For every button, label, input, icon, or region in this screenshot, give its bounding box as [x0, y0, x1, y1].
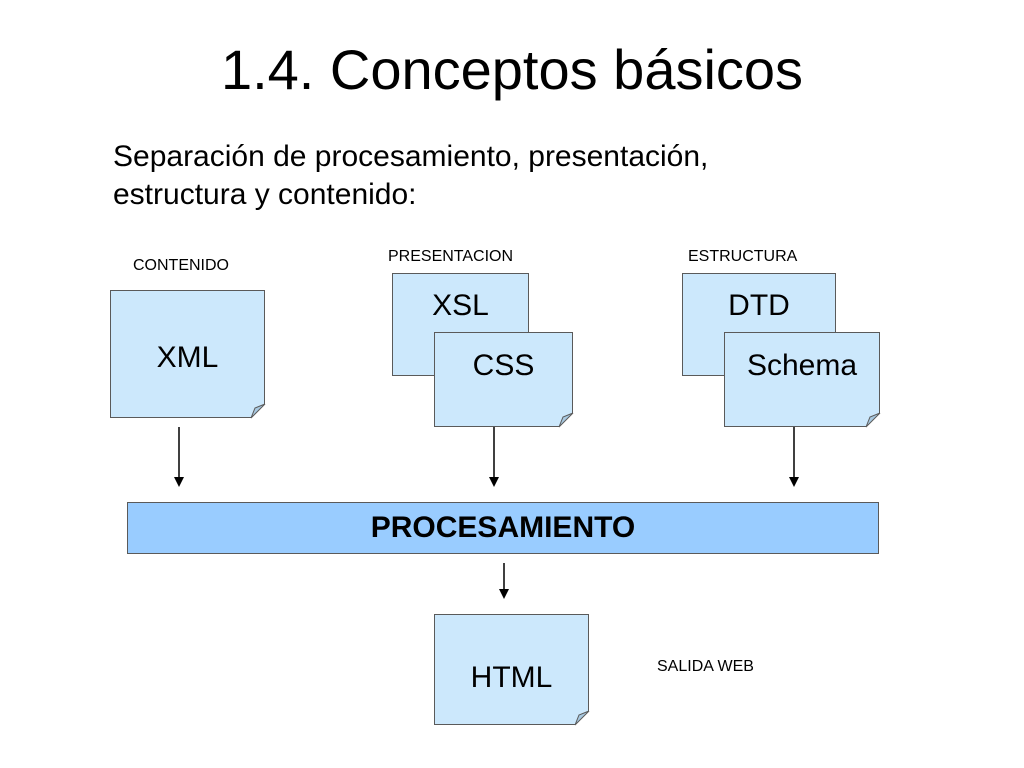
schema-document [724, 332, 880, 427]
schema-label: Schema [746, 349, 858, 382]
xsl-label: XSL [432, 289, 489, 322]
label-presentacion: PRESENTACION [388, 248, 514, 265]
processing-bar [127, 502, 879, 554]
subtitle-line-1: Separación de procesamiento, presentació… [113, 140, 709, 173]
processing-label: PROCESAMIENTO [370, 511, 636, 544]
css-label: CSS [472, 349, 535, 382]
html-label: HTML [470, 661, 553, 694]
slide-title: 1.4. Conceptos básicos [220, 38, 804, 101]
xml-document [110, 290, 265, 418]
schema-page-fold [865, 412, 881, 428]
label-salida-web: SALIDA WEB [657, 658, 754, 675]
slide-subtitle: Separación de procesamiento, presentació… [113, 138, 873, 214]
arrow-xml-to-processing [174, 427, 184, 487]
label-contenido: CONTENIDO [133, 257, 229, 274]
xml-page-fold [250, 403, 266, 419]
dtd-label: DTD [728, 289, 790, 322]
arrow-structure-to-processing [789, 427, 799, 487]
css-document [434, 332, 573, 427]
css-page-fold [558, 412, 574, 428]
html-page-fold [574, 710, 590, 726]
arrow-presentation-to-processing [489, 427, 499, 487]
label-estructura: ESTRUCTURA [688, 248, 798, 265]
xml-label: XML [156, 341, 219, 374]
html-document [434, 614, 589, 725]
subtitle-line-2: estructura y contenido: [113, 178, 417, 211]
arrow-processing-to-html [499, 563, 509, 599]
